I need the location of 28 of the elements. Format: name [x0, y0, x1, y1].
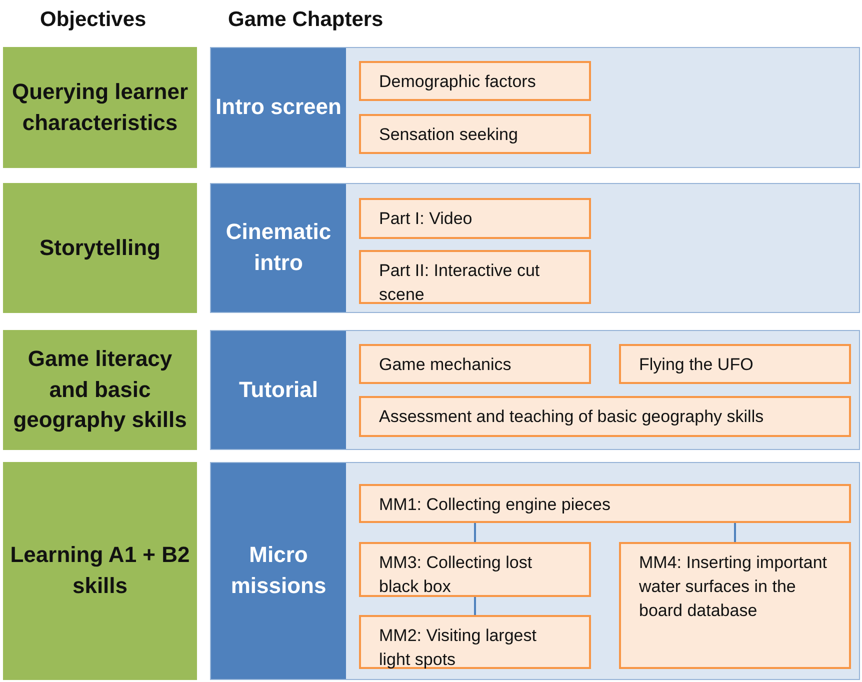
activity-box: MM3: Collecting lost black box — [359, 542, 591, 597]
chapter-title: Intro screen — [214, 93, 342, 122]
chapter-title: Tutorial — [238, 376, 320, 404]
connector-line — [734, 523, 736, 542]
connector-line — [474, 523, 476, 542]
connector-line — [474, 597, 476, 615]
chapter-title: Micro missions — [230, 541, 328, 600]
activity-box: Assessment and teaching of basic geography skills — [359, 396, 851, 437]
chapter-panel — [210, 183, 860, 313]
objective-box: Learning A1 + B2 skills — [3, 462, 197, 680]
objective-box: Game literacy and basic geography skills — [3, 330, 197, 450]
column-header: Objectives — [40, 8, 146, 32]
chapter-panel — [210, 462, 860, 680]
activity-box: MM1: Collecting engine pieces — [359, 484, 851, 523]
activity-box: Part II: Interactive cut scene — [359, 250, 591, 304]
chapter-title: Cinematic intro — [224, 218, 332, 277]
objective-box: Storytelling — [3, 183, 197, 313]
chapter-panel — [210, 330, 860, 450]
activity-box: MM2: Visiting largest light spots — [359, 615, 591, 669]
activity-box: Sensation seeking — [359, 114, 591, 154]
column-header: Game Chapters — [228, 8, 384, 32]
objective-box: Querying learner characteristics — [3, 47, 197, 168]
activity-box: Part I: Video — [359, 198, 591, 239]
chapter-panel — [210, 47, 860, 168]
activity-box: Demographic factors — [359, 61, 591, 101]
activity-box: Flying the UFO — [619, 344, 851, 384]
activity-box: Game mechanics — [359, 344, 591, 384]
activity-box: MM4: Inserting important water surfaces in the board database — [619, 542, 851, 669]
